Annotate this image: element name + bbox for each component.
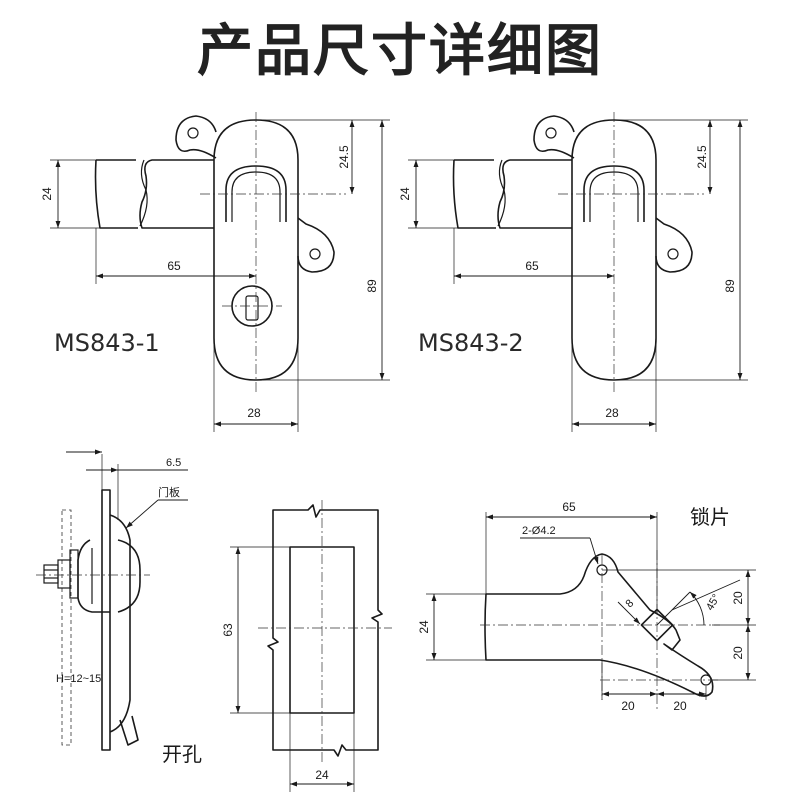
dim-24-5-a: 24.5 [337, 145, 351, 169]
dim-plate-v1-20: 20 [731, 591, 745, 605]
dim-plate-height-24: 24 [417, 620, 431, 634]
latch-view-ms843-1 [94, 112, 346, 392]
dim-plate-length-65: 65 [562, 500, 576, 514]
lower-lug [297, 217, 335, 273]
latch-plate-outline [484, 553, 714, 697]
dim-65-a: 65 [167, 259, 181, 273]
dim-plate-h1-20: 20 [621, 699, 635, 713]
model-label-left: MS843-1 [54, 329, 160, 357]
dim-thickness-6-5: 6.5 [166, 457, 181, 469]
latch-arm [175, 115, 217, 159]
dim-hole-spec: 2-Ø4.2 [522, 525, 556, 537]
dim-65-b: 65 [525, 259, 539, 273]
cutout-outline [267, 504, 383, 757]
cutout-label: 开孔 [162, 742, 202, 766]
dim-24-5-b: 24.5 [695, 145, 709, 169]
dim-plate-h2-20: 20 [673, 699, 687, 713]
latch-plate-view [426, 512, 756, 712]
arm-hole [187, 127, 199, 139]
panel-range-label: H=12~15 [56, 673, 101, 685]
dim-square-8: 8 [623, 597, 636, 610]
dim-89-a: 89 [365, 279, 379, 293]
dim-cutout-height-63: 63 [221, 623, 235, 637]
dim-28-a: 28 [247, 406, 261, 420]
model-label-right: MS843-2 [418, 329, 524, 357]
door-panel-label: 门板 [158, 485, 180, 499]
dim-plate-v2-20: 20 [731, 646, 745, 660]
latch-view-ms843-2 [408, 112, 748, 432]
dim-angle-45: 45° [704, 592, 723, 612]
dim-89-b: 89 [723, 279, 737, 293]
latch-plate-label: 锁片 [690, 505, 730, 529]
dim-24-left-a: 24 [40, 187, 54, 201]
dim-28-b: 28 [605, 406, 619, 420]
side-view [36, 449, 188, 751]
dims-ms843-1 [50, 119, 390, 432]
dim-24-left-b: 24 [398, 187, 412, 201]
door-panel-outline [61, 509, 72, 746]
page-title: 产品尺寸详细图 [197, 19, 603, 84]
dim-cutout-width-24: 24 [315, 768, 329, 782]
cutout-view [230, 500, 392, 792]
